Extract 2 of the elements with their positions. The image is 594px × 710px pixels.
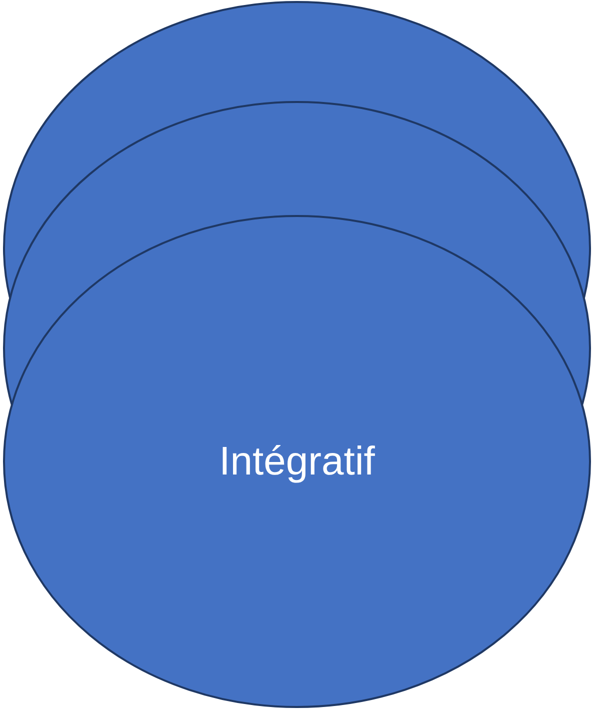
ellipse-shape (3, 215, 591, 708)
shape-label: Intégratif (219, 439, 375, 484)
